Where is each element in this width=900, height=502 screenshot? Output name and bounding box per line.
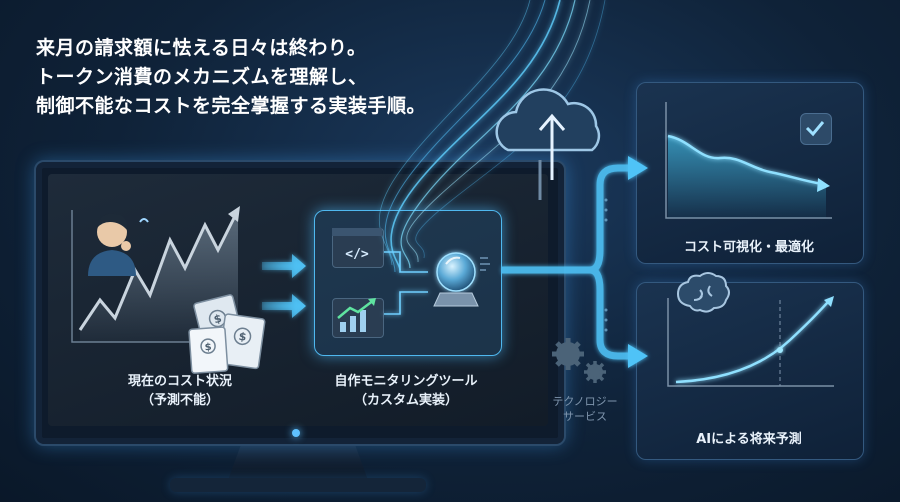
tool-connectors xyxy=(384,251,428,315)
current-status-line-1: 現在のコスト状況 xyxy=(127,374,232,389)
svg-text:$: $ xyxy=(238,330,247,344)
monitor-base xyxy=(170,478,426,492)
svg-text:$: $ xyxy=(212,312,223,326)
tech-services-line-2: サービス xyxy=(563,410,607,423)
headline-line-2: トークン消費のメカニズムを理解し、 xyxy=(36,66,368,88)
monitoring-tool-line-2: （カスタム実装） xyxy=(353,393,458,408)
input-arrows xyxy=(262,254,306,318)
monitoring-tool-line-1: 自作モニタリングツール xyxy=(334,374,478,389)
current-status-label: 現在のコスト状況 （予測不能） xyxy=(80,372,280,410)
power-indicator xyxy=(292,429,300,437)
code-symbol: </> xyxy=(332,228,382,262)
tech-services-label: テクノロジー サービス xyxy=(540,394,630,424)
output-arrows xyxy=(502,164,632,360)
headline-line-1: 来月の請求額に怯える日々は終わり。 xyxy=(36,37,367,59)
forecast-label: AIによる将来予測 xyxy=(696,432,802,447)
cloud-upload-icon xyxy=(495,88,601,200)
worried-person-icon xyxy=(88,213,149,276)
monitor-stand xyxy=(228,442,368,480)
optimization-label: コスト可視化・最適化 xyxy=(683,240,814,255)
check-badge-icon xyxy=(800,113,832,145)
forecast-chart xyxy=(667,296,834,387)
bar-chart-symbol xyxy=(337,298,376,332)
tech-services-line-1: テクノロジー xyxy=(552,395,618,408)
current-status-line-2: （予測不能） xyxy=(140,393,219,408)
gears-icon xyxy=(552,338,606,383)
crystal-ball-icon xyxy=(433,252,490,307)
output-arrowheads xyxy=(628,156,648,368)
optimization-chart xyxy=(665,102,832,219)
monitoring-tool-label: 自作モニタリングツール （カスタム実装） xyxy=(306,372,506,410)
light-streams xyxy=(378,0,606,273)
headline-line-3: 制御不能なコストを完全掌握する実装手順。 xyxy=(36,95,427,117)
dollar-bills-icon: $ $ $ xyxy=(188,294,266,374)
svg-text:</>: </> xyxy=(345,247,369,262)
svg-text:$: $ xyxy=(204,342,212,353)
forecast-panel xyxy=(636,282,864,460)
brain-icon xyxy=(676,272,730,313)
checkmark xyxy=(805,121,825,137)
headline: 来月の請求額に怯える日々は終わり。 トークン消費のメカニズムを理解し、 制御不能… xyxy=(36,34,506,121)
dotted-trail xyxy=(604,198,608,332)
